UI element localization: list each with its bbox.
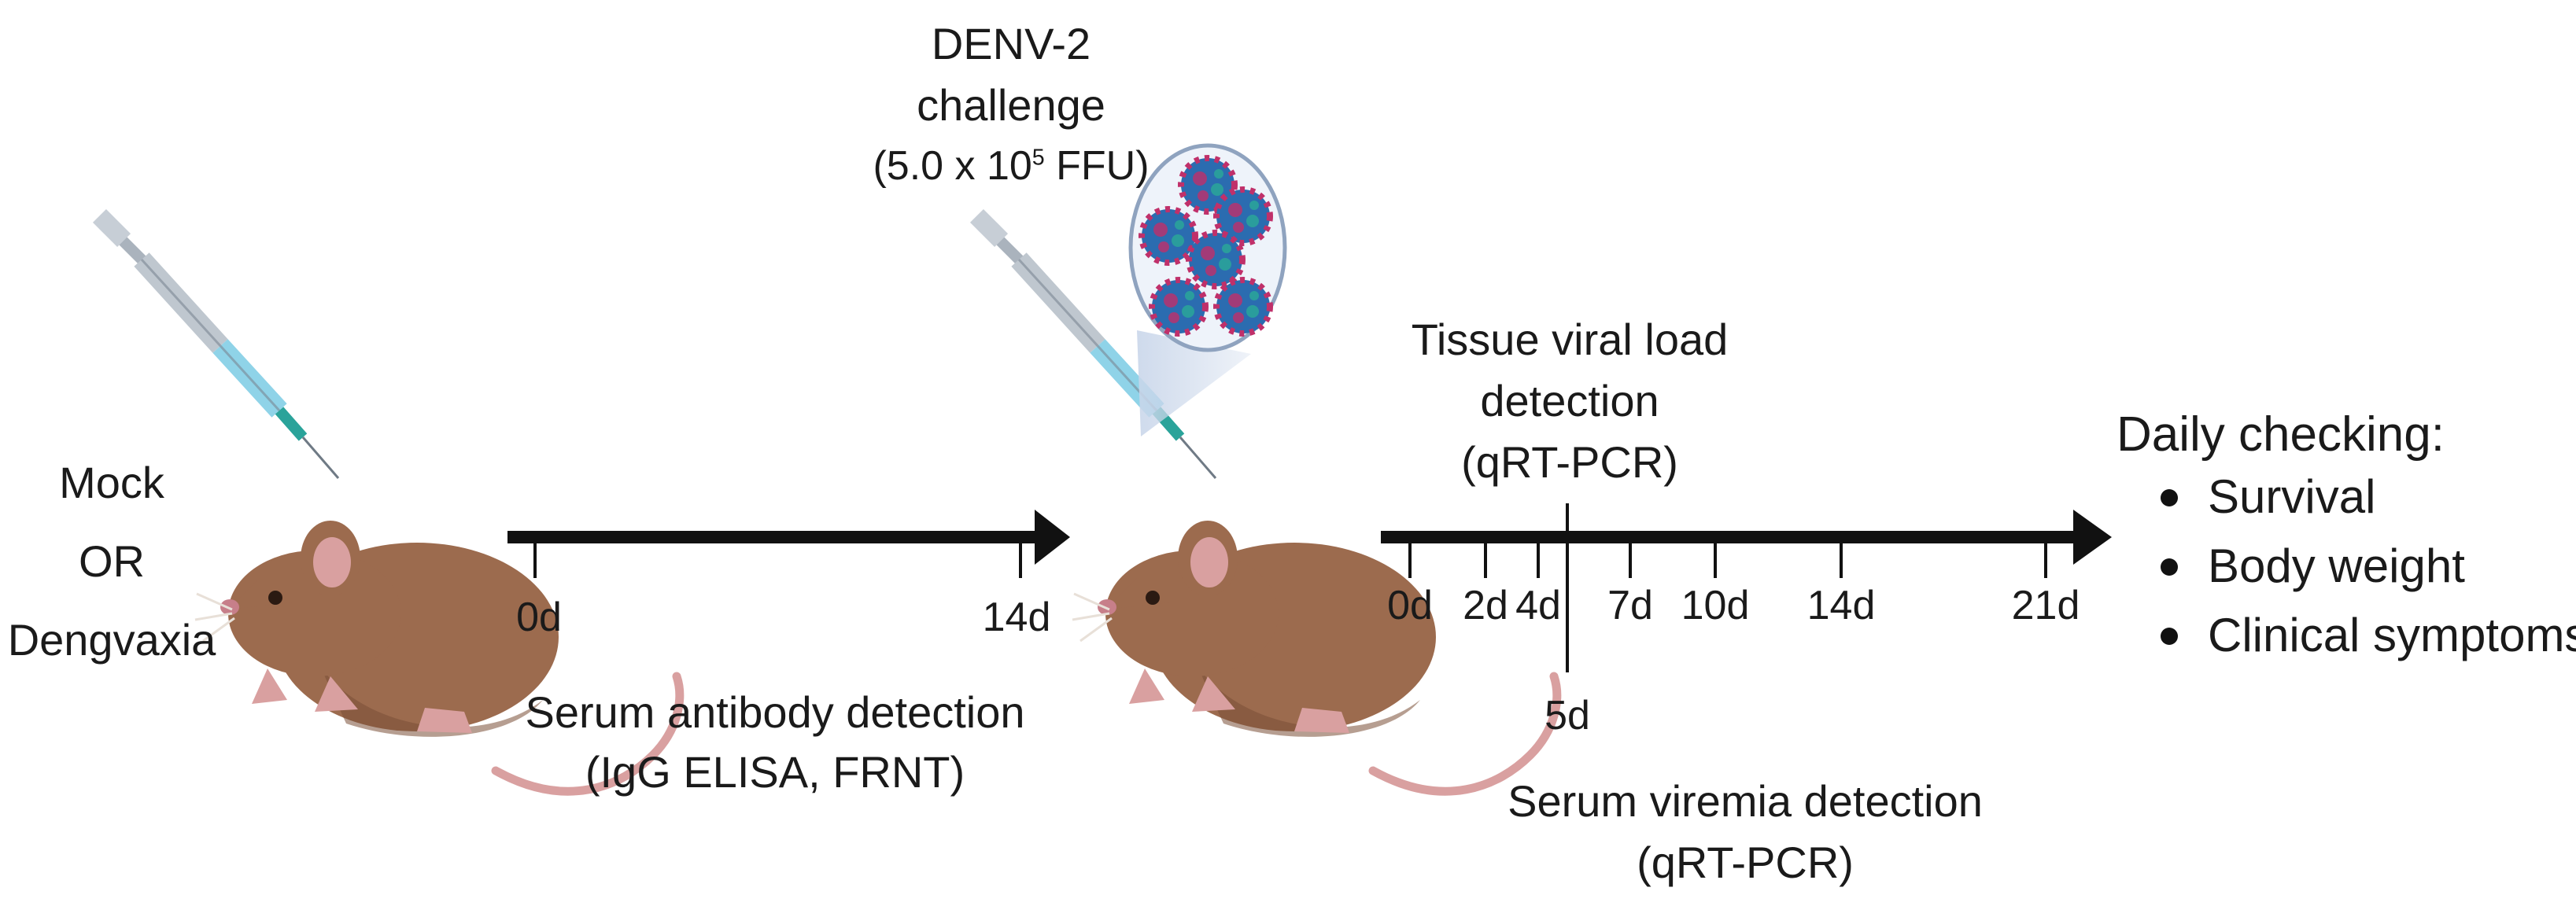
timeline-2-tick-label: 21d	[2011, 583, 2080, 628]
syringe-icon	[93, 209, 338, 478]
group-dengvaxia-label: Dengvaxia	[7, 615, 216, 665]
timeline-2-tick-label: 0d	[1387, 583, 1433, 628]
timeline-2-arrowhead	[2073, 510, 2112, 565]
challenge-title: DENV-2	[931, 19, 1091, 68]
timeline-1-tick-label: 0d	[516, 595, 562, 640]
timeline-2-marker-5d-label: 5d	[1544, 693, 1590, 738]
timeline-1-arrowhead	[1035, 510, 1070, 565]
list-item: Body weight	[2139, 532, 2576, 601]
daily-checking-list: Survival Body weight Clinical symptoms	[2139, 462, 2576, 670]
serum-viremia-caption: Serum viremia detection	[1508, 776, 1983, 826]
dose-exponent: 5	[1032, 145, 1045, 171]
virus-callout-pointer	[1137, 330, 1251, 436]
virus-particle-icon	[1216, 280, 1270, 333]
daily-checking-title: Daily checking:	[2117, 407, 2445, 462]
challenge-dose: (5.0 x 105 FFU)	[873, 142, 1149, 191]
serum-antibody-methods: (IgG ELISA, FRNT)	[585, 747, 965, 797]
challenge-subtitle: challenge	[917, 80, 1105, 130]
virus-particle-icon	[1152, 280, 1205, 333]
group-or-label: OR	[79, 536, 145, 586]
timeline-1-tick-label: 14d	[982, 595, 1051, 640]
virus-particle-icon	[1189, 233, 1242, 286]
dose-suffix: FFU)	[1044, 143, 1150, 189]
timeline-2-tick-label: 10d	[1681, 583, 1750, 628]
serum-antibody-caption: Serum antibody detection	[525, 687, 1025, 737]
tissue-viral-load-label: Tissue viral load	[1411, 315, 1729, 364]
serum-viremia-method: (qRT-PCR)	[1637, 838, 1854, 887]
virus-particle-icon	[1142, 209, 1195, 263]
tissue-detection-label: detection	[1480, 376, 1659, 425]
dose-prefix: (5.0 x 10	[873, 143, 1032, 189]
tissue-method-label: (qRT-PCR)	[1461, 437, 1678, 487]
timeline-2-tick-label: 7d	[1607, 583, 1653, 628]
timeline-2-tick-label: 4d	[1515, 583, 1561, 628]
list-item: Clinical symptoms	[2139, 601, 2576, 670]
list-item: Survival	[2139, 462, 2576, 532]
timeline-2-tick-label: 2d	[1463, 583, 1508, 628]
timeline-2-tick-label: 14d	[1807, 583, 1876, 628]
group-mock-label: Mock	[59, 458, 164, 507]
